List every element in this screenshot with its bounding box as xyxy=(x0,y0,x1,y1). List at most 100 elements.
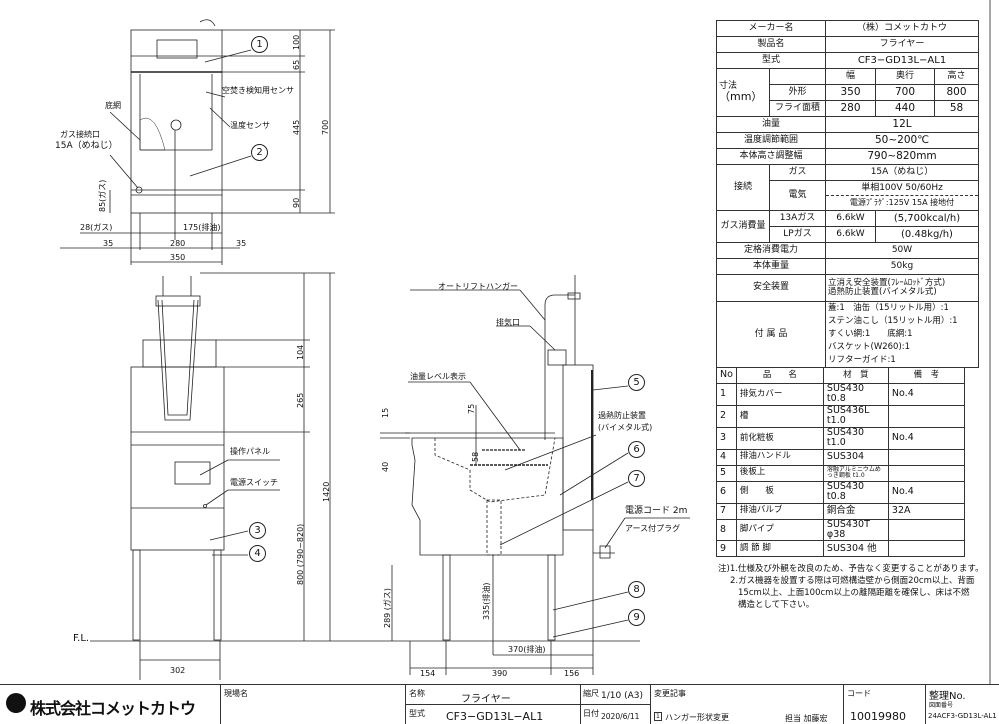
balloon-8: 8 xyxy=(628,581,645,598)
dim-445: 445 xyxy=(292,119,301,135)
spec-row-safety: 安全装置立消え安全装置(ﾌﾚｰﾑﾛｯﾄﾞ方式)過熱防止装置(バイメタル式) xyxy=(716,274,979,302)
label-bottom-net: 底網 xyxy=(105,101,121,110)
dim-35-right: 35 xyxy=(236,239,247,248)
part-material: SUS304 他 xyxy=(822,540,889,558)
dim-1420: 1420 xyxy=(322,481,331,502)
title-block: 株式会社コメットカトウ 現場名 名称 フライヤー 型式 CF3−GD13L−AL… xyxy=(0,684,999,724)
part-no: 7 xyxy=(716,502,737,520)
dim-28-gas: 28(ガス) xyxy=(80,223,113,232)
part-material: SUS436L t1.0 xyxy=(822,404,889,428)
part-no: 9 xyxy=(716,540,737,558)
notes: 注)1.仕様及び外観を改良のため、予告なく変更することがあります。 2.ガス機器… xyxy=(718,564,984,611)
dim-85-gas: 85(ガス) xyxy=(98,179,107,212)
part-no: 1 xyxy=(716,383,737,406)
company-logo: 株式会社コメットカトウ xyxy=(30,699,196,718)
dim-390: 390 xyxy=(492,669,508,678)
dim-289-gas: 289 (ガス) xyxy=(383,587,392,628)
change-cell: 変更記事 1 ハンガー形状変更 担当 加藤宏 xyxy=(650,685,844,724)
label-control-panel: 操作パネル xyxy=(230,447,270,456)
part-material: SUS430 t0.8 xyxy=(822,480,889,504)
part-material: 銅合金 xyxy=(822,502,889,520)
part-name: 前化粧板 xyxy=(735,426,824,450)
dim-104: 104 xyxy=(296,344,305,360)
label-gas-inlet-size: 15A（めねじ） xyxy=(55,141,118,151)
front-view xyxy=(90,272,380,680)
part-material: 溶融アルミニウムめっき鋼板 t1.0 xyxy=(822,464,889,482)
balloon-4: 4 xyxy=(249,545,266,562)
part-remarks: No.4 xyxy=(887,383,965,406)
part-remarks xyxy=(887,448,965,466)
part-name: 排油ハンドル xyxy=(735,448,824,466)
part-name: 排油バルブ xyxy=(735,502,824,520)
dim-350: 350 xyxy=(170,253,186,262)
part-remarks: 32A xyxy=(887,502,965,520)
part-no: 2 xyxy=(716,404,737,428)
dim-700: 700 xyxy=(321,119,330,135)
label-empty-sensor: 空焚き検知用センサ xyxy=(222,86,294,95)
site-cell: 現場名 xyxy=(220,685,406,724)
dim-302: 302 xyxy=(170,666,186,675)
label-gas-inlet: ガス接続口 xyxy=(60,130,100,139)
dim-154: 154 xyxy=(420,669,436,678)
balloon-2: 2 xyxy=(251,144,268,161)
label-power-cord: 電源コード 2m xyxy=(625,506,688,516)
part-material: SUS430 t1.0 xyxy=(822,426,889,450)
dim-370-drain: 370(排油) xyxy=(508,645,546,654)
balloon-3: 3 xyxy=(249,522,266,539)
spec-row-dims-header: 寸法（mm）幅奥行高さ xyxy=(716,68,979,117)
part-remarks: No.4 xyxy=(887,480,965,504)
ref-cell: 整理No. 図面番号 24ACF3-GD13L-AL1 xyxy=(925,685,999,724)
dim-800: 800 (790~820) xyxy=(296,523,305,585)
label-power-switch: 電源スイッチ xyxy=(230,478,278,487)
dim-280: 280 xyxy=(170,239,186,248)
label-floor-line: F.L. xyxy=(73,633,90,644)
label-exhaust: 排気口 xyxy=(496,318,520,327)
dim-58: 58 xyxy=(471,451,480,462)
part-name: 脚パイプ xyxy=(735,518,824,542)
plan-view xyxy=(60,19,335,265)
dim-265: 265 xyxy=(296,392,305,408)
label-auto-lift-hanger: オートリフトハンガー xyxy=(438,282,518,291)
balloon-1: 1 xyxy=(251,36,268,53)
part-no: 5 xyxy=(716,464,737,482)
dim-335-drain: 335(排油) xyxy=(482,582,491,620)
part-name: 槽 xyxy=(735,404,824,428)
dim-40: 40 xyxy=(381,461,390,472)
dim-35-left: 35 xyxy=(103,239,114,248)
part-remarks xyxy=(887,404,965,428)
part-remarks xyxy=(887,464,965,482)
part-no: 3 xyxy=(716,426,737,450)
scale-date-cell: 縮尺 1/10 (A3) 日付 2020/6/11 xyxy=(580,685,651,724)
side-view xyxy=(380,275,690,675)
part-material: SUS430T φ38 xyxy=(822,518,889,542)
part-remarks xyxy=(887,518,965,542)
part-remarks xyxy=(887,540,965,558)
part-material: SUS304 xyxy=(822,448,889,466)
dim-175-drain: 175(排油) xyxy=(183,223,221,232)
label-ground-plug: アース付プラグ xyxy=(625,524,681,533)
part-no: 4 xyxy=(716,448,737,466)
dim-15: 15 xyxy=(381,407,390,418)
dim-65: 65 xyxy=(292,59,301,70)
dim-156: 156 xyxy=(564,669,580,678)
code-cell: コード 10019980 xyxy=(843,685,926,724)
